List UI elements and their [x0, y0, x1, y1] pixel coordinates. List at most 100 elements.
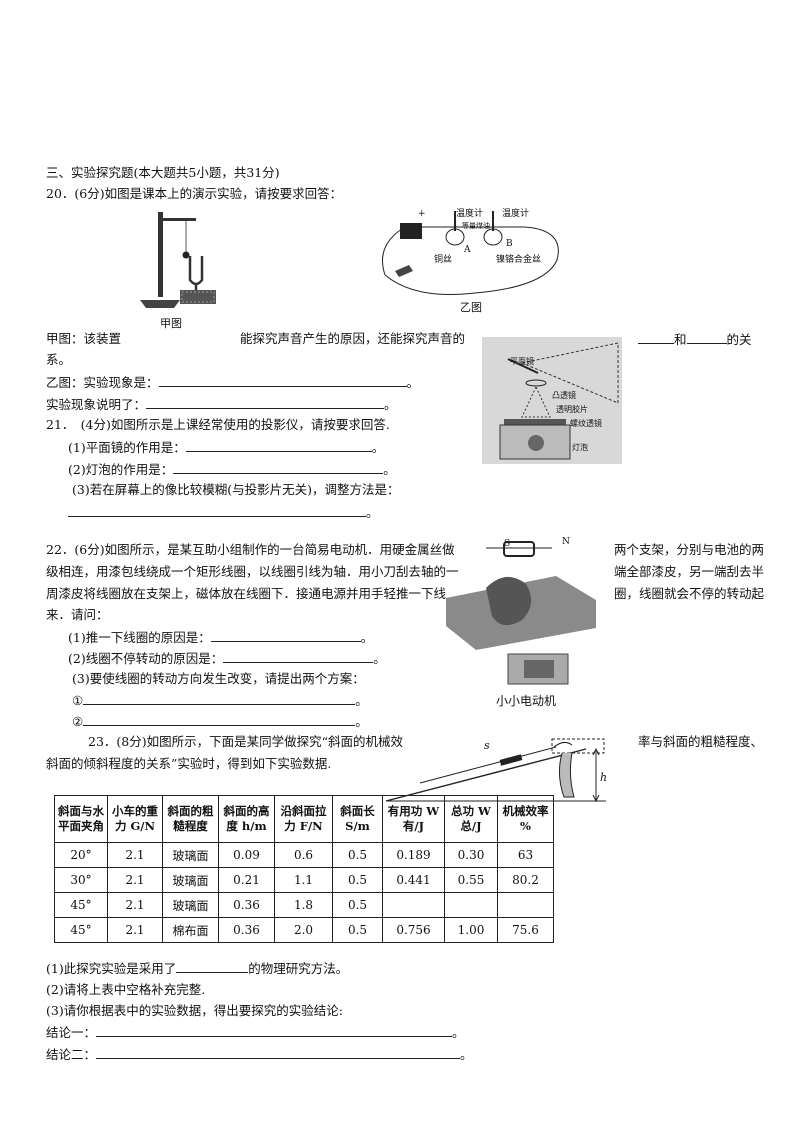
- q20-phenomenon-blank[interactable]: [158, 374, 407, 387]
- table-cell: 0.21: [218, 867, 275, 893]
- table-cell: 0.6: [274, 842, 333, 868]
- q22-answer-3[interactable]: [83, 692, 356, 705]
- table-empty-cell[interactable]: [497, 892, 554, 918]
- q22-line2-right: 端全部漆皮，另一端刮去半: [614, 564, 765, 579]
- incline-figure: [385, 738, 606, 803]
- q20-line1-b: 能探究声音产生的原因，还能探究声音的: [240, 331, 466, 346]
- q22-line1: 22．(6分)如图所示，是某互助小组制作的一台简易电动机．用硬金属丝做: [46, 542, 455, 557]
- motor-fig-n: N: [562, 537, 570, 547]
- table-header: 斜面的高度 h/m: [218, 795, 275, 843]
- table-cell: 63: [497, 842, 554, 868]
- q21-end-1: 。: [371, 440, 385, 455]
- table-cell: 1.1: [274, 867, 333, 893]
- pendulum-ball: [182, 251, 190, 259]
- table-cell: 玻璃面: [162, 892, 219, 918]
- q23-c2-label: 结论二：: [46, 1047, 97, 1062]
- fig-lens-label: 凸透镜: [552, 391, 576, 400]
- magnet-shape: [486, 576, 532, 626]
- q23-method-blank[interactable]: [176, 960, 249, 973]
- table-cell: 0.36: [218, 917, 275, 943]
- incline-fig-h: h: [600, 771, 608, 784]
- table-cell: 2.1: [107, 917, 163, 943]
- fig-mirror-label: 平面镜: [510, 357, 534, 366]
- coil-shape: [503, 541, 535, 557]
- fig-yi-oil: 等量煤油: [462, 222, 490, 230]
- table-header: 有用功 W有/J: [382, 795, 445, 843]
- motor-photo: [446, 528, 606, 696]
- q22-p1: (1)推一下线圈的原因是：: [68, 630, 211, 645]
- q22-end-3: 。: [355, 693, 368, 708]
- q22-line1-right: 两个支架，分别与电池的两: [614, 542, 765, 557]
- q23-end-2: 。: [460, 1047, 473, 1062]
- q20-stem: 20．(6分)如图是课本上的演示实验，请按要求回答：: [46, 186, 343, 201]
- table-empty-cell[interactable]: [444, 892, 498, 918]
- lens-shape: [525, 379, 547, 387]
- q20-line3: 实验现象说明了：: [46, 397, 147, 412]
- q22-end-1: 。: [360, 630, 374, 645]
- q22-answer-4[interactable]: [83, 713, 356, 726]
- fig-bulb-label: 灯泡: [572, 443, 588, 452]
- table-header: 斜面的粗糙程度: [162, 795, 219, 843]
- q20-line1-a: 甲图：该装置: [46, 331, 122, 346]
- table-header: 机械效率 %: [497, 795, 554, 843]
- hand: [553, 741, 573, 748]
- table-cell: 0.5: [332, 842, 383, 868]
- tuning-fork-figure: [140, 212, 216, 308]
- table-cell: 75.6: [497, 917, 554, 943]
- stand-rod: [158, 212, 163, 297]
- q20-end-2: 。: [384, 397, 397, 412]
- table-cell: 0.189: [382, 842, 445, 868]
- fig-yi-plus: +: [418, 209, 426, 219]
- motor-fig-caption: 小小电动机: [496, 694, 557, 708]
- table-cell: 0.09: [218, 842, 275, 868]
- q21-p2: (2)灯泡的作用是：: [68, 462, 174, 477]
- fig-jia-caption: 甲图: [160, 317, 182, 330]
- table-cell: 0.36: [218, 892, 275, 918]
- table-header: 斜面长 S/m: [332, 795, 383, 843]
- q21-answer-1[interactable]: [185, 439, 372, 452]
- switch: [395, 265, 413, 277]
- q23-conclusion-2[interactable]: [96, 1046, 461, 1059]
- experiment-data-table: 斜面与水平面夹角 小车的重力 G/N 斜面的粗糙程度 斜面的高度 h/m 沿斜面…: [54, 795, 554, 943]
- q22-answer-1[interactable]: [210, 629, 361, 642]
- q21-answer-3[interactable]: [68, 504, 366, 517]
- q20-conclusion-blank[interactable]: [146, 396, 385, 409]
- fig-yi-thermo2: 温度计: [502, 209, 530, 219]
- fig-fresnel-label: 螺纹透镜: [570, 419, 602, 428]
- table-header-row: 斜面与水平面夹角 小车的重力 G/N 斜面的粗糙程度 斜面的高度 h/m 沿斜面…: [54, 795, 554, 843]
- motor-fig-s: S: [504, 539, 511, 549]
- table-cell: 2.1: [107, 892, 163, 918]
- table-row: 45° 2.1 玻璃面 0.36 1.8 0.5: [54, 892, 554, 918]
- fork-box: [180, 290, 216, 304]
- fig-yi-a: A: [464, 245, 471, 255]
- table-cell: 30°: [54, 867, 108, 893]
- q22-line3-right: 圈，线圈就会不停的转动起: [614, 586, 765, 601]
- fig-yi-caption: 乙图: [460, 301, 482, 314]
- q22-line2: 级相连，用漆包线绕成一个矩形线圈，以线圈引线为轴．用小刀刮去轴的一: [46, 564, 459, 579]
- fig-yi-copper: 铜丝: [434, 255, 453, 265]
- table-cell: 0.30: [444, 842, 498, 868]
- q20-answer-blank-1[interactable]: [638, 331, 674, 344]
- s-dimension: [419, 746, 557, 784]
- q22-answer-2[interactable]: [223, 650, 374, 663]
- q20-answer-blank-2[interactable]: [686, 331, 727, 344]
- q21-end-3: 。: [366, 505, 379, 520]
- q20-line1-c: 和: [674, 332, 687, 347]
- table-cell: 80.2: [497, 867, 554, 893]
- q21-p1: (1)平面镜的作用是：: [68, 440, 186, 455]
- section-title: 三、实验探究题(本大题共5小题，共31分): [46, 165, 280, 180]
- q23-c1-label: 结论一：: [46, 1025, 97, 1040]
- cart: [499, 754, 523, 766]
- q22-line4: 来．请问：: [46, 607, 109, 622]
- q23-conclusion-1[interactable]: [96, 1024, 453, 1037]
- table-cell: 1.8: [274, 892, 333, 918]
- q20-line1-d: 的关: [726, 332, 752, 347]
- table-empty-cell[interactable]: [382, 892, 445, 918]
- q23-p1-b: 的物理研究方法。: [248, 961, 349, 976]
- fig-yi-thermo1: 温度计: [456, 209, 484, 219]
- bulb-shape: [528, 435, 544, 451]
- q21-answer-2[interactable]: [173, 461, 384, 474]
- q20-line1-e: 系。: [46, 352, 72, 367]
- table-cell: 20°: [54, 842, 108, 868]
- table-row: 45° 2.1 棉布面 0.36 2.0 0.5 0.756 1.00 75.6: [54, 917, 554, 943]
